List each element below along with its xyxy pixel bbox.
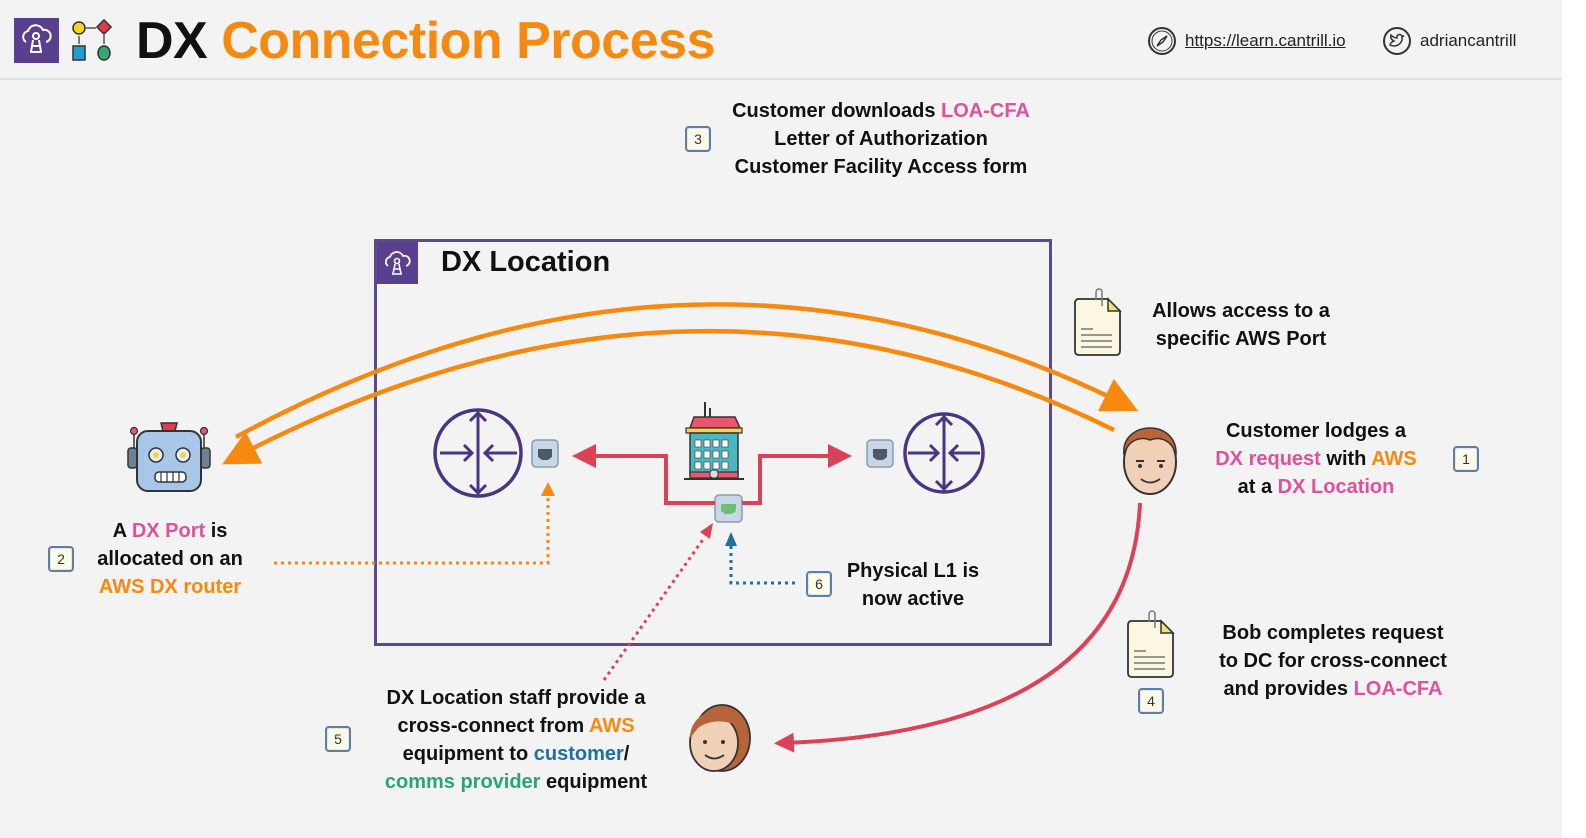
step4-line3: and provides bbox=[1223, 678, 1354, 700]
dx-port-highlight: DX Port bbox=[131, 520, 206, 542]
loa-document-icon bbox=[1074, 288, 1122, 356]
arc-robot-to-customer bbox=[234, 302, 1139, 439]
customer-router-icon bbox=[903, 412, 985, 494]
step2-line1-a: A bbox=[112, 520, 132, 542]
step-badge-6: 6 bbox=[806, 571, 832, 597]
dx-location-highlight: DX Location bbox=[1277, 476, 1395, 498]
process-flow-icon bbox=[72, 18, 113, 61]
dx-staff-avatar-icon bbox=[689, 704, 751, 772]
step5-line2: cross-connect from bbox=[397, 715, 589, 737]
step-badge-5: 5 bbox=[325, 726, 351, 752]
step3-text: Customer downloads LOA-CFA Letter of Aut… bbox=[722, 97, 1040, 181]
aws-port-icon bbox=[531, 439, 559, 468]
website-link[interactable]: https://learn.cantrill.io bbox=[1185, 31, 1346, 50]
loa-note-line1: Allows access to a bbox=[1152, 300, 1330, 322]
step5-text: DX Location staff provide a cross-connec… bbox=[366, 684, 666, 796]
aws-highlight: AWS bbox=[1371, 448, 1417, 470]
step-badge-4: 4 bbox=[1138, 688, 1164, 714]
step6-arrowhead bbox=[725, 532, 737, 546]
website-link-group[interactable]: https://learn.cantrill.io bbox=[1147, 26, 1346, 56]
direct-connect-icon bbox=[14, 18, 59, 63]
aws-router-icon bbox=[433, 408, 523, 498]
step6-dotted-connector bbox=[729, 545, 795, 585]
step5-line4: equipment bbox=[540, 771, 648, 793]
step2-line1-c: is bbox=[205, 520, 228, 542]
step6-line1: Physical L1 is bbox=[846, 560, 980, 582]
step2-arrowhead bbox=[541, 482, 555, 496]
dx-location-box: DX Location bbox=[374, 239, 1052, 646]
step2-line2: allocated on an bbox=[97, 548, 243, 570]
step4-line2: to DC for cross-connect bbox=[1219, 650, 1447, 672]
direct-connect-icon bbox=[377, 242, 418, 284]
step1-text: Customer lodges a DX request with AWS at… bbox=[1200, 417, 1432, 501]
step1-line3: at a bbox=[1237, 476, 1278, 498]
step5-line3: equipment to bbox=[402, 743, 534, 765]
twitter-link-group[interactable]: adriancantrill bbox=[1382, 26, 1516, 56]
twitter-icon bbox=[1383, 27, 1411, 55]
step3-line3: Customer Facility Access form bbox=[734, 156, 1028, 178]
step-badge-1: 1 bbox=[1453, 446, 1479, 472]
header-icons bbox=[14, 18, 113, 63]
title-prefix: DX bbox=[136, 12, 208, 70]
loa-document-icon bbox=[1127, 610, 1175, 678]
step3-line1: Customer downloads bbox=[732, 100, 941, 122]
step5-dotted-connector bbox=[602, 537, 706, 681]
datacenter-building-icon bbox=[684, 402, 744, 480]
step-badge-2: 2 bbox=[48, 546, 74, 572]
loa-cfa-highlight: LOA-CFA bbox=[1353, 678, 1443, 700]
step2-dotted-connector bbox=[274, 494, 550, 565]
aws-highlight: AWS bbox=[588, 715, 635, 737]
customer-port-icon bbox=[866, 439, 894, 468]
loa-note-text: Allows access to a specific AWS Port bbox=[1140, 297, 1342, 353]
customer-to-staff-curve bbox=[774, 502, 1142, 753]
cross-connect-to-customer bbox=[742, 444, 852, 505]
patch-panel-port-icon bbox=[714, 494, 743, 523]
step1-line1: Customer lodges a bbox=[1225, 420, 1407, 442]
step1-line2-mid: with bbox=[1320, 448, 1372, 470]
header: DX Connection Process https://learn.cant… bbox=[0, 0, 1562, 80]
step6-line2: now active bbox=[861, 588, 965, 610]
step4-line1: Bob completes request bbox=[1222, 622, 1444, 644]
compass-icon bbox=[1148, 27, 1176, 55]
step3-line2: Letter of Authorization bbox=[774, 128, 988, 150]
step5-arrowhead bbox=[700, 523, 713, 539]
step-badge-3: 3 bbox=[685, 126, 711, 152]
customer-avatar-icon bbox=[1123, 427, 1177, 495]
page-title: DX Connection Process bbox=[136, 8, 715, 74]
aws-robot-icon bbox=[127, 422, 211, 492]
aws-dx-router-highlight: AWS DX router bbox=[98, 576, 242, 598]
comms-provider-highlight: comms provider bbox=[384, 771, 541, 793]
title-main: Connection Process bbox=[221, 12, 715, 70]
loa-cfa-highlight: LOA-CFA bbox=[941, 100, 1030, 122]
step4-text: Bob completes request to DC for cross-co… bbox=[1200, 619, 1466, 703]
loa-note-line2: specific AWS Port bbox=[1155, 328, 1327, 350]
dx-location-title: DX Location bbox=[441, 246, 611, 278]
step2-text: A DX Port is allocated on an AWS DX rout… bbox=[80, 517, 260, 601]
step5-line1: DX Location staff provide a bbox=[386, 687, 646, 709]
customer-highlight: customer bbox=[533, 743, 624, 765]
step6-text: Physical L1 is now active bbox=[838, 557, 988, 613]
dx-request-highlight: DX request bbox=[1215, 448, 1321, 470]
cross-connect-to-aws bbox=[572, 444, 715, 505]
arc-customer-to-robot bbox=[222, 328, 1115, 465]
slash: / bbox=[623, 743, 630, 765]
twitter-handle[interactable]: adriancantrill bbox=[1420, 31, 1517, 50]
